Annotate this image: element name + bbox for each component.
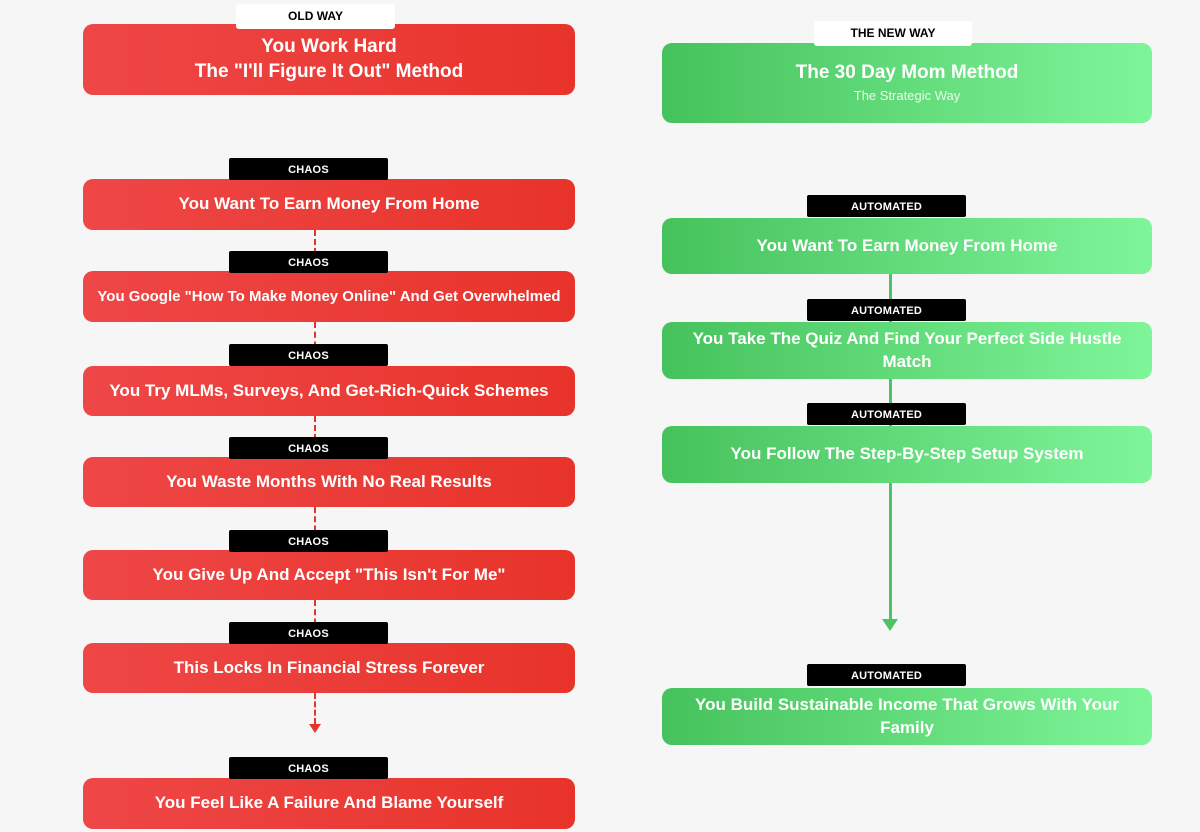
old-way-step-6-text: This Locks In Financial Stress Forever <box>173 657 485 677</box>
new-way-title: The 30 Day Mom Method <box>795 62 1019 84</box>
old-way-title-line2: The "I'll Figure It Out" Method <box>194 60 464 82</box>
new-way-automated-tag-3: AUTOMATED <box>807 403 966 425</box>
old-way-header-tag: OLD WAY <box>236 4 395 29</box>
new-way-automated-tag-2: AUTOMATED <box>807 299 966 321</box>
old-way-title-box: You Work Hard The "I'll Figure It Out" M… <box>83 24 575 95</box>
new-way-header-tag: THE NEW WAY <box>814 21 972 46</box>
old-way-step-2-text: You Google "How To Make Money Online" An… <box>97 287 561 305</box>
old-way-step-2: You Google "How To Make Money Online" An… <box>83 271 575 322</box>
old-way-chaos-tag-6: CHAOS <box>229 622 388 644</box>
new-way-automated-tag-4: AUTOMATED <box>807 664 966 686</box>
old-way-connector <box>314 693 316 724</box>
old-way-chaos-tag-1: CHAOS <box>229 158 388 180</box>
old-way-step-1: You Want To Earn Money From Home <box>83 179 575 230</box>
new-way-step-4-text: You Build Sustainable Income That Grows … <box>695 695 1119 737</box>
old-way-chaos-tag-5: CHAOS <box>229 530 388 552</box>
new-way-subtitle: The Strategic Way <box>853 87 961 103</box>
old-way-step-5: You Give Up And Accept "This Isn't For M… <box>83 550 575 600</box>
old-way-connector <box>314 507 316 550</box>
old-way-step-6: This Locks In Financial Stress Forever <box>83 643 575 693</box>
old-way-chaos-tag-7: CHAOS <box>229 757 388 779</box>
new-way-title-box: The 30 Day Mom Method The Strategic Way <box>662 43 1152 123</box>
old-way-title-line1: You Work Hard <box>261 35 397 57</box>
new-way-step-2-text: You Take The Quiz And Find Your Perfect … <box>692 329 1122 371</box>
old-way-step-7: You Feel Like A Failure And Blame Yourse… <box>83 778 575 829</box>
old-way-chaos-tag-4: CHAOS <box>229 437 388 459</box>
old-way-step-1-text: You Want To Earn Money From Home <box>178 194 480 214</box>
old-way-chaos-tag-3: CHAOS <box>229 344 388 366</box>
new-way-connector <box>889 379 892 426</box>
new-way-connector <box>889 483 892 620</box>
old-way-step-5-text: You Give Up And Accept "This Isn't For M… <box>152 564 506 584</box>
new-way-step-1-text: You Want To Earn Money From Home <box>756 235 1058 255</box>
old-way-chaos-tag-2: CHAOS <box>229 251 388 273</box>
old-way-step-3-text: You Try MLMs, Surveys, And Get-Rich-Quic… <box>109 380 549 400</box>
old-way-arrow-down-icon <box>309 724 321 733</box>
new-way-step-2: You Take The Quiz And Find Your Perfect … <box>662 322 1152 379</box>
new-way-step-3-text: You Follow The Step-By-Step Setup System <box>730 444 1084 464</box>
new-way-connector <box>889 274 892 322</box>
old-way-step-7-text: You Feel Like A Failure And Blame Yourse… <box>154 793 504 813</box>
old-way-step-4: You Waste Months With No Real Results <box>83 457 575 507</box>
new-way-automated-tag-1: AUTOMATED <box>807 195 966 217</box>
new-way-step-4: You Build Sustainable Income That Grows … <box>662 688 1152 745</box>
new-way-step-1: You Want To Earn Money From Home <box>662 218 1152 274</box>
old-way-step-4-text: You Waste Months With No Real Results <box>166 471 492 491</box>
old-way-connector <box>314 600 316 643</box>
old-way-step-3: You Try MLMs, Surveys, And Get-Rich-Quic… <box>83 366 575 416</box>
new-way-step-3: You Follow The Step-By-Step Setup System <box>662 426 1152 483</box>
new-way-arrow-down-icon <box>882 619 898 631</box>
